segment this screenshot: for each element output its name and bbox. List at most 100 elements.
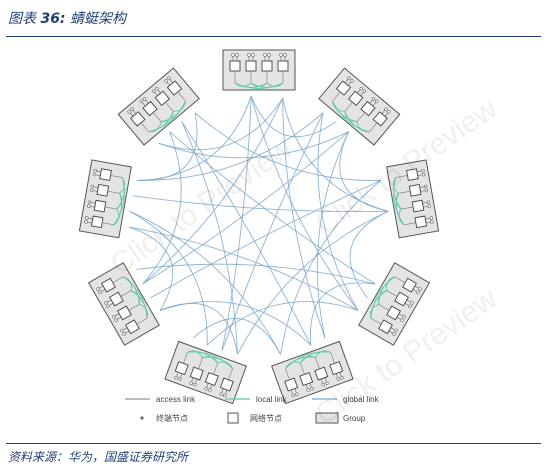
endpoint-node <box>421 172 426 177</box>
access-link <box>122 327 128 331</box>
uplink <box>378 304 390 311</box>
access-link <box>209 384 213 390</box>
local-link <box>370 304 379 319</box>
endpoint-node <box>279 53 283 57</box>
endpoint-node <box>283 53 287 57</box>
network-node <box>414 215 428 229</box>
access-link <box>423 205 429 208</box>
uplink <box>177 91 186 102</box>
endpoint-node <box>104 301 108 305</box>
access-link <box>369 99 374 104</box>
uplink <box>213 362 218 375</box>
access-link <box>224 389 228 395</box>
uplink <box>394 276 406 283</box>
access-link <box>309 382 312 388</box>
access-link <box>191 377 194 383</box>
access-link <box>89 205 95 208</box>
network-node <box>229 60 241 72</box>
endpoint-node <box>112 314 116 319</box>
local-link <box>370 290 388 319</box>
network-node <box>96 184 110 197</box>
network-node <box>261 60 273 72</box>
access-link <box>381 109 386 115</box>
global-link <box>136 263 376 285</box>
endpoint-node <box>291 393 295 398</box>
network-node <box>386 305 401 321</box>
global-link <box>128 226 359 311</box>
access-link <box>108 303 114 307</box>
access-link <box>335 373 339 379</box>
access-link <box>169 78 174 84</box>
local-link <box>119 177 125 194</box>
local-link <box>123 276 132 291</box>
global-link <box>159 302 238 355</box>
global-link <box>309 282 376 346</box>
access-link <box>92 190 98 192</box>
uplink <box>370 318 382 325</box>
uplink <box>369 122 378 133</box>
endpoint-node <box>340 376 344 380</box>
endpoint-node <box>155 86 159 91</box>
endpoint-node <box>98 290 102 295</box>
access-link <box>93 186 99 188</box>
access-link <box>396 316 402 320</box>
access-link <box>194 378 198 384</box>
local-link <box>356 121 370 133</box>
local-link <box>187 350 203 358</box>
groups <box>78 49 440 405</box>
access-link <box>417 174 423 177</box>
access-link <box>357 89 361 94</box>
endpoint-node <box>394 328 398 333</box>
endpoint-node <box>359 86 363 91</box>
uplink <box>120 290 132 297</box>
network-node <box>277 60 289 72</box>
uplink <box>165 101 174 112</box>
access-link <box>132 109 137 115</box>
endpoint-node <box>295 392 299 396</box>
global-link <box>128 226 174 311</box>
endpoint-node <box>84 220 88 224</box>
endpoint-node <box>87 204 91 208</box>
access-link <box>166 81 171 86</box>
endpoint-node <box>247 53 251 57</box>
endpoint-node <box>223 393 227 398</box>
endpoint-node <box>402 314 406 319</box>
group-box <box>318 67 401 146</box>
global-link <box>159 301 312 346</box>
group-box <box>271 340 354 405</box>
access-link <box>86 221 93 224</box>
endpoint-node <box>418 287 422 291</box>
endpoint-node <box>371 97 376 101</box>
figure-title-prefix: 图表 <box>8 11 36 27</box>
access-link <box>398 313 404 317</box>
uplink <box>398 190 411 194</box>
uplink <box>102 222 115 226</box>
endpoint-node <box>400 318 404 322</box>
global-link <box>192 318 281 355</box>
endpoint-node <box>164 79 168 83</box>
endpoint-node <box>204 387 208 391</box>
legend-network-node-swatch <box>227 412 239 424</box>
local-link <box>398 208 405 226</box>
group-box <box>358 262 431 346</box>
endpoint-node <box>310 387 314 391</box>
global-link <box>181 121 238 355</box>
endpoint-node <box>429 216 433 220</box>
access-link <box>114 313 120 317</box>
local-link <box>285 356 316 369</box>
endpoint-node <box>336 377 340 381</box>
access-link <box>90 202 96 204</box>
access-link <box>221 388 224 394</box>
global-link <box>206 301 359 346</box>
local-link <box>116 177 125 210</box>
endpoint-node <box>89 188 94 193</box>
uplink <box>386 290 398 297</box>
endpoint-node <box>90 184 95 189</box>
endpoint-node <box>122 332 126 336</box>
endpoint-node <box>251 53 255 57</box>
endpoint-node <box>350 79 354 83</box>
endpoint-node <box>384 107 388 111</box>
global-link <box>250 96 337 138</box>
uplink <box>356 112 365 122</box>
access-link <box>388 330 394 334</box>
